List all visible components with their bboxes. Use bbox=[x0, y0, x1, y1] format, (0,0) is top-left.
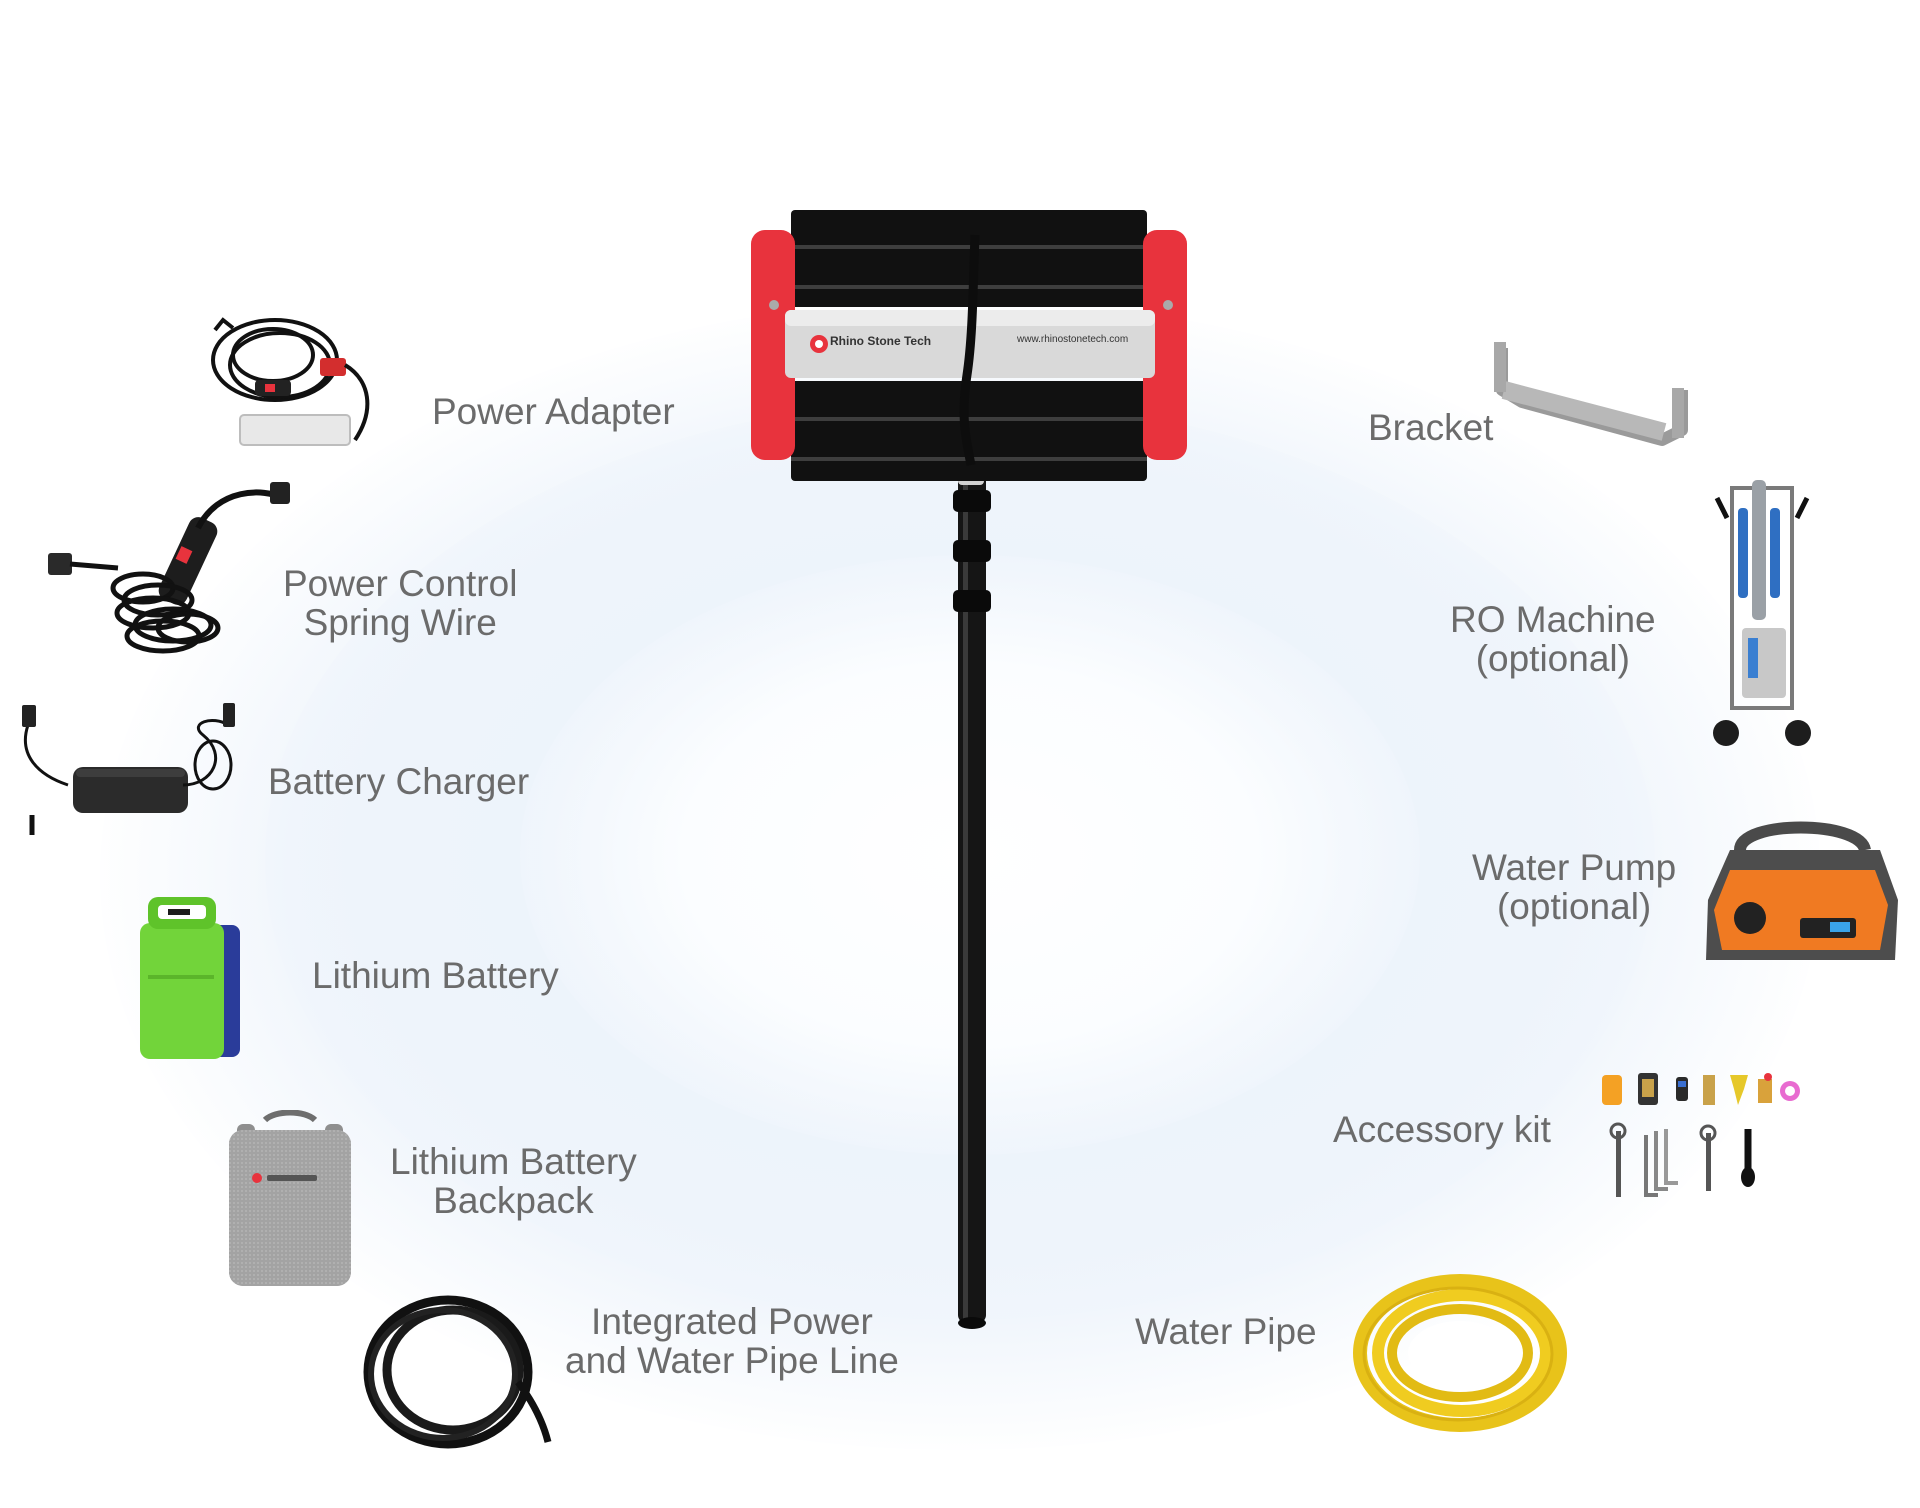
label-lithium-battery-backpack: Lithium Battery Backpack bbox=[390, 1141, 637, 1221]
label-power-adapter: Power Adapter bbox=[432, 391, 675, 432]
label-water-pump: Water Pump (optional) bbox=[1472, 847, 1677, 927]
label-ro-machine: RO Machine (optional) bbox=[1450, 599, 1656, 679]
brand-url-text: www.rhinostonetech.com bbox=[1017, 334, 1129, 345]
brush-roller-product bbox=[745, 205, 1195, 1335]
label-power-control-spring-wire: Power Control Spring Wire bbox=[283, 563, 518, 643]
water-pump-icon bbox=[1700, 810, 1900, 970]
backpack-icon bbox=[225, 1110, 355, 1290]
accessory-kit-icon bbox=[1598, 1065, 1818, 1205]
spring-wire-icon bbox=[48, 478, 293, 658]
label-water-pipe: Water Pipe bbox=[1135, 1311, 1317, 1352]
water-pipe-coil-icon bbox=[1350, 1268, 1575, 1438]
bracket-icon bbox=[1492, 340, 1692, 460]
label-bracket: Bracket bbox=[1368, 407, 1494, 448]
lithium-battery-icon bbox=[138, 895, 243, 1065]
label-accessory-kit: Accessory kit bbox=[1333, 1109, 1551, 1150]
brand-name-text: Rhino Stone Tech bbox=[830, 334, 932, 348]
label-lithium-battery: Lithium Battery bbox=[312, 955, 559, 996]
ro-machine-icon bbox=[1712, 478, 1812, 753]
power-adapter-icon bbox=[195, 300, 395, 455]
pipe-line-coil-icon bbox=[358, 1292, 558, 1452]
label-integrated-power-water-pipe: Integrated Power and Water Pipe Line bbox=[565, 1301, 899, 1381]
battery-charger-icon bbox=[18, 695, 240, 845]
label-battery-charger: Battery Charger bbox=[268, 761, 530, 802]
